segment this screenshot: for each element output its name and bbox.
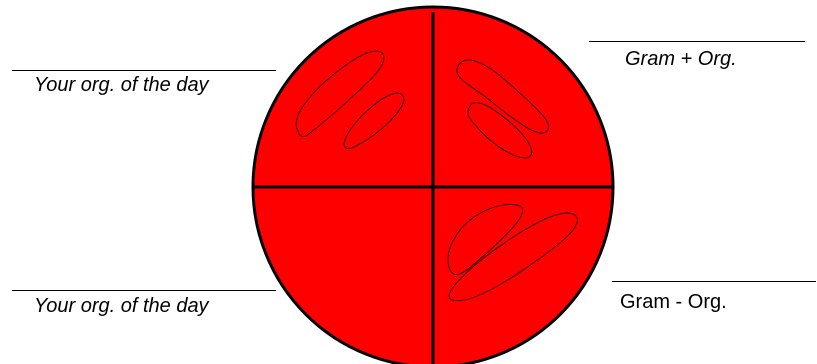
- label-top-right: Gram + Org.: [625, 48, 737, 71]
- label-line-top-left: [12, 70, 276, 71]
- label-line-bottom-left: [12, 290, 276, 291]
- label-line-top-right: [589, 41, 805, 42]
- label-line-bottom-right: [612, 281, 816, 282]
- label-bottom-left: Your org. of the day: [34, 295, 209, 318]
- label-bottom-right: Gram - Org.: [620, 291, 727, 314]
- label-top-left: Your org. of the day: [34, 74, 209, 97]
